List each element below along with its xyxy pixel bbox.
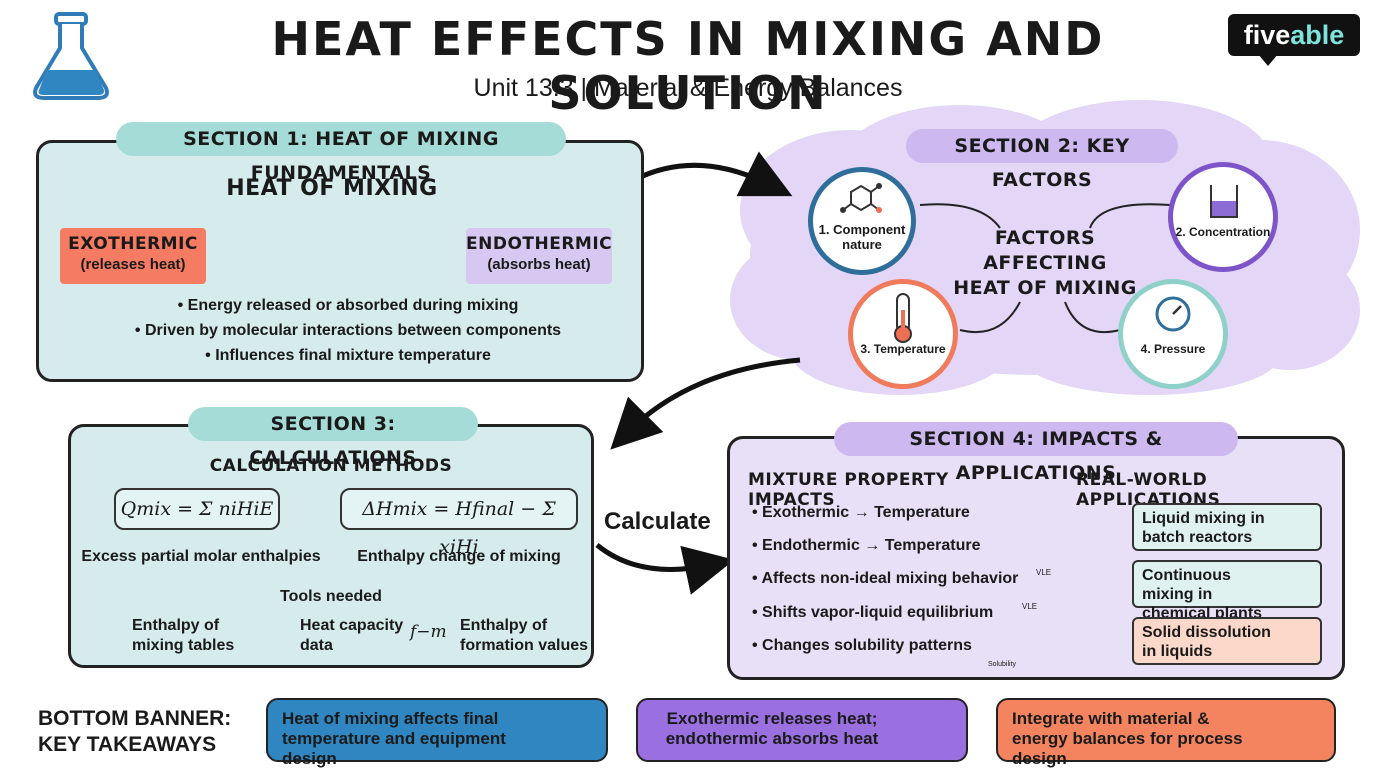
endothermic-box: ENDOTHERMIC (absorbs heat)	[466, 228, 612, 284]
factor-component-nature: 1. Component nature	[808, 167, 916, 275]
section1-bullet: • Energy released or absorbed during mix…	[177, 297, 519, 314]
factor-temperature: 3. Temperature	[848, 279, 958, 389]
app-solid-dissolution: Solid dissolution in liquids	[1132, 617, 1322, 665]
impact-item: • Endothermic → Temperature	[752, 537, 981, 554]
tool-item: Enthalpy of mixing tables	[132, 617, 235, 654]
page-title: HEAT EFFECTS IN MIXING AND SOLUTION	[271, 12, 1105, 120]
solubility-label: Solubility	[988, 661, 1017, 668]
takeaway-banner-2: Exothermic releases heat; endothermic ab…	[636, 698, 968, 762]
calculation-methods-heading: CALCULATION METHODS	[209, 456, 453, 476]
vle-label: VLE	[1022, 602, 1038, 611]
section3-tag: SECTION 3: CALCULATIONS	[188, 407, 478, 469]
exothermic-box: EXOTHERMIC (releases heat)	[60, 228, 206, 284]
thermometer-icon	[894, 293, 912, 343]
factor-pressure: 4. Pressure	[1118, 279, 1228, 389]
page-subtitle: Unit 13.3 | Material & Energy Balances	[473, 74, 903, 102]
section2-tag: SECTION 2: KEY FACTORS	[906, 129, 1178, 191]
factor-label: 2. Concentration	[1175, 225, 1271, 239]
section4-tag: SECTION 4: IMPACTS & APPLICATIONS	[834, 422, 1238, 484]
calculate-label: Calculate	[604, 508, 711, 535]
impact-item: • Affects non-ideal mixing behavior	[752, 570, 1019, 587]
impact-item: • Changes solubility patterns	[752, 637, 972, 654]
vle-label: VLE	[1036, 568, 1052, 577]
arrow-s3-to-s4	[595, 543, 735, 595]
heat-of-mixing-title: HEAT OF MIXING	[226, 176, 438, 201]
impact-item: • Exothermic → Temperature	[752, 504, 970, 521]
flask-logo-icon	[33, 12, 109, 100]
formula2-label: Enthalpy change of mixing	[357, 548, 561, 565]
molecule-structure-icon	[840, 183, 882, 213]
impact-item: • Shifts vapor-liquid equilibrium	[752, 604, 994, 621]
section3-panel	[68, 424, 594, 668]
section1-bullet: • Influences final mixture temperature	[205, 347, 491, 364]
factor-label: 1. Component nature	[818, 222, 906, 252]
formation-symbol-icon: f−m	[410, 622, 447, 642]
fiveable-logo: fiveable	[1228, 14, 1360, 56]
beaker-icon	[1210, 185, 1238, 218]
arrow-s2-to-s3	[610, 357, 801, 450]
tool-item: Enthalpy of formation values	[460, 617, 589, 654]
impacts-heading: MIXTURE PROPERTY IMPACTS	[748, 470, 949, 510]
takeaway-banner-1: Heat of mixing affects final temperature…	[266, 698, 608, 768]
factor-label: 3. Temperature	[860, 342, 946, 356]
section1-tag: SECTION 1: HEAT OF MIXING FUNDAMENTALS	[116, 122, 566, 184]
bottom-banner-heading: BOTTOM BANNER: KEY TAKEAWAYS	[38, 707, 232, 756]
app-continuous-mixing: Continuous mixing in chemical plants	[1132, 560, 1322, 622]
formula-qmix: Qmix = Σ niHiE	[114, 488, 280, 530]
factor-concentration: 2. Concentration	[1168, 162, 1278, 272]
factor-label: 4. Pressure	[1140, 342, 1206, 356]
formula-delta-hmix: ΔHmix = Hfinal − Σ xiHi	[340, 488, 578, 558]
section1-bullet: • Driven by molecular interactions betwe…	[134, 322, 562, 339]
tool-item: Heat capacity data	[300, 617, 404, 654]
takeaway-banner-3: Integrate with material & energy balance…	[996, 698, 1336, 768]
tools-needed-label: Tools needed	[280, 588, 382, 605]
app-batch-reactors: Liquid mixing in batch reactors	[1132, 503, 1322, 551]
pressure-gauge-icon	[1155, 296, 1191, 332]
formula1-label: Excess partial molar enthalpies	[81, 548, 321, 565]
factors-center-label: FACTORS AFFECTING HEAT OF MIXING	[953, 227, 1137, 299]
logo-tail	[1258, 54, 1278, 66]
